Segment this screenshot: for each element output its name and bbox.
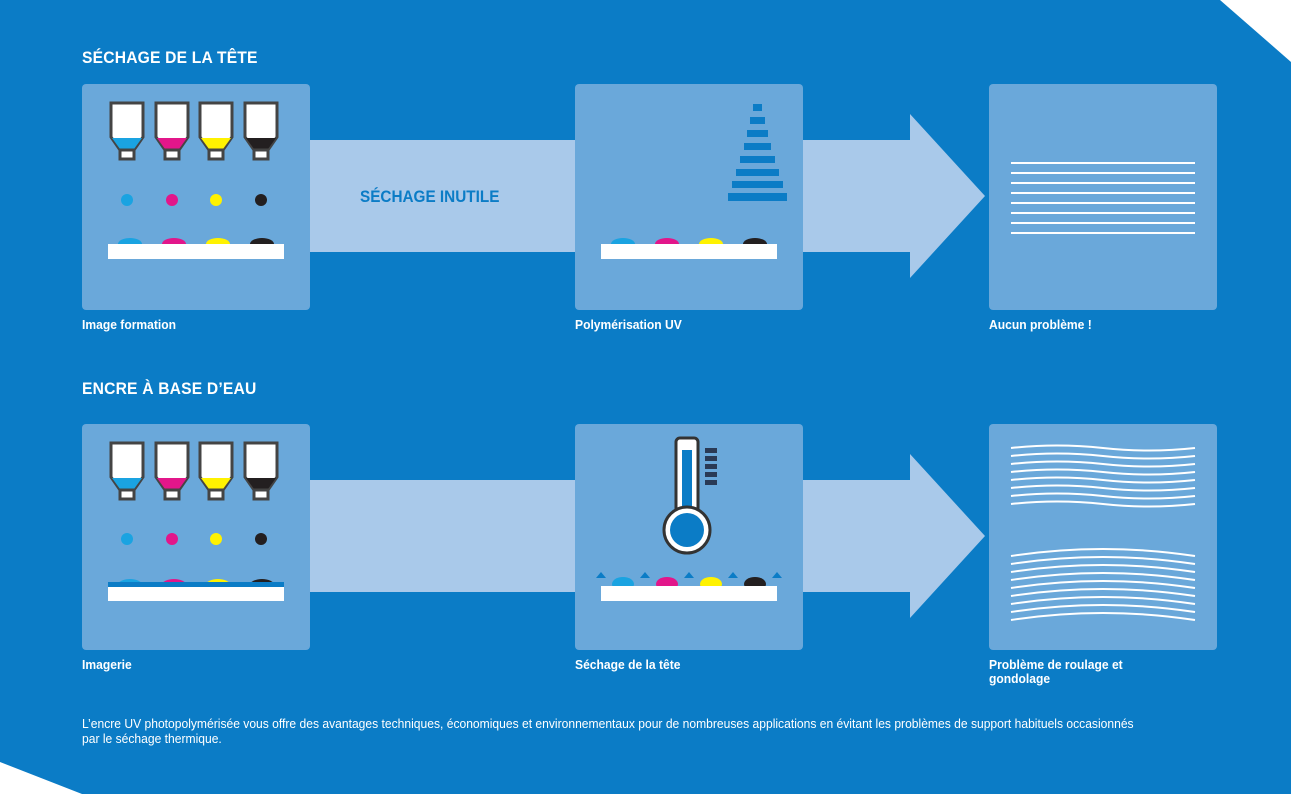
evaporating-ink-on-paper-icon <box>596 572 782 601</box>
panel-imagery <box>82 424 310 650</box>
caption-uv-polymerisation: Polymérisation UV <box>575 317 682 332</box>
caption-image-formation: Image formation <box>82 317 177 332</box>
cartridge-yellow-icon <box>198 101 234 206</box>
flat-paper-stack-icon <box>1011 162 1195 234</box>
thermometer-icon <box>596 436 782 601</box>
cartridge-cyan-icon <box>109 101 145 206</box>
ink-cartridges-icon <box>108 101 284 259</box>
caption-imagery: Imagerie <box>82 657 132 672</box>
cartridge-magenta-icon <box>154 101 190 206</box>
panel-image-formation <box>82 84 310 310</box>
cured-ink-on-paper-icon <box>601 238 777 259</box>
row1-title: SÉCHAGE DE LA TÊTE <box>82 48 258 67</box>
caption-no-problem: Aucun problème ! <box>989 317 1092 332</box>
panel-head-drying <box>575 424 803 650</box>
wavy-paper-stack-icon <box>1010 444 1196 621</box>
cartridge-cyan-icon <box>109 441 145 545</box>
cartridge-magenta-icon <box>154 441 190 545</box>
panel-curl-cockle <box>989 424 1217 650</box>
ink-cartridges-icon <box>108 441 284 601</box>
ink-drops-on-paper-icon <box>108 238 284 259</box>
caption-curl-cockle: Problème de roulage et gondolage <box>989 657 1123 686</box>
caption-head-drying: Séchage de la tête <box>575 657 681 672</box>
row2-title: ENCRE À BASE D’EAU <box>82 379 257 398</box>
cartridge-black-icon <box>243 441 279 545</box>
panel-no-problem <box>989 84 1217 310</box>
uv-light-icon <box>601 104 787 259</box>
footer-text: L’encre UV photopolymérisée vous offre d… <box>82 716 1134 746</box>
arrow-label-row1: SÉCHAGE INUTILE <box>360 187 500 206</box>
cartridge-black-icon <box>243 101 279 206</box>
cartridge-yellow-icon <box>198 441 234 545</box>
panel-uv-polymerisation <box>575 84 803 310</box>
water-ink-on-paper-icon <box>108 579 284 601</box>
